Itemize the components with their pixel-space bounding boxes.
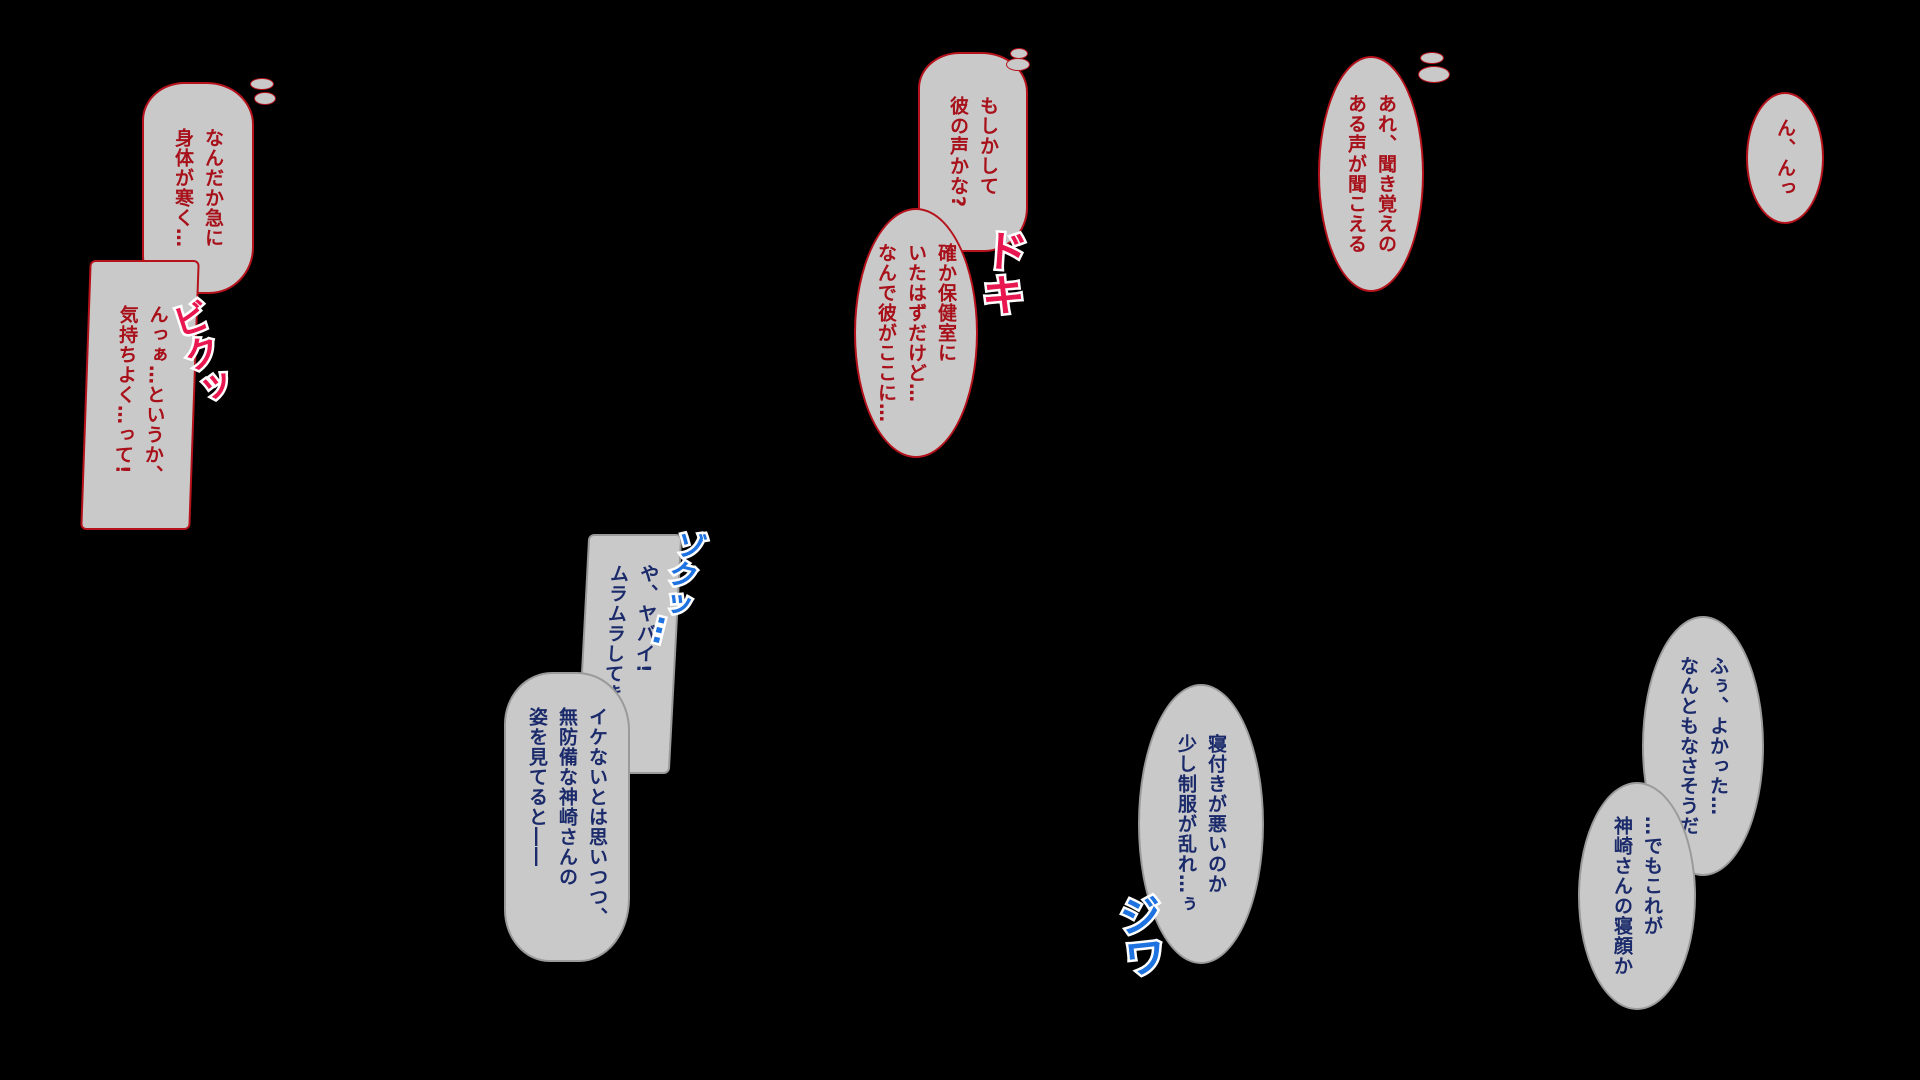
bubble-1-text: なんだか急に 身体が寒く… xyxy=(172,128,224,248)
speech-bubble-2: んっぁ…というか、 気持ちよく…って! xyxy=(80,260,200,530)
bubble-6-text: ん、んっ xyxy=(1774,118,1796,198)
thought-puff xyxy=(1420,52,1444,64)
thought-bubble-1: なんだか急に 身体が寒く… xyxy=(142,82,254,294)
thought-puff xyxy=(250,78,274,90)
speech-bubble-9: 寝付きが悪いのか 少し制服が乱れ…ぅ xyxy=(1138,684,1264,964)
bubble-8-text: イケないとは思いつつ、 無防備な神崎さんの 姿を見てると―― xyxy=(526,707,608,927)
bubble-2-text: んっぁ…というか、 気持ちよく…って! xyxy=(111,305,170,485)
speech-bubble-4: 確か保健室に いたはずだけど… なんで彼がここに… xyxy=(854,208,978,458)
speech-bubble-6: ん、んっ xyxy=(1746,92,1824,224)
bubble-5-text: あれ、聞き覚えの ある声が聞こえる xyxy=(1345,94,1397,254)
bubble-11-text: …でもこれが 神崎さんの寝顔か xyxy=(1611,816,1663,976)
speech-bubble-8: イケないとは思いつつ、 無防備な神崎さんの 姿を見てると―― xyxy=(504,672,630,962)
bubble-9-text: 寝付きが悪いのか 少し制服が乱れ…ぅ xyxy=(1175,734,1227,914)
sfx-doki: ドキ xyxy=(969,224,1031,320)
thought-puff xyxy=(1006,58,1030,71)
speech-bubble-11: …でもこれが 神崎さんの寝顔か xyxy=(1578,782,1696,1010)
bubble-3-text: もしかして 彼の声かな? xyxy=(947,95,999,209)
thought-bubble-5: あれ、聞き覚えの ある声が聞こえる xyxy=(1318,56,1424,292)
thought-puff xyxy=(1418,66,1450,83)
sfx-jiwa: ジワ xyxy=(1108,889,1171,983)
bubble-10-text: ふぅ、よかった… なんともなさそうだ xyxy=(1677,656,1729,836)
thought-puff xyxy=(254,92,276,105)
bubble-4-text: 確か保健室に いたはずだけど… なんで彼がここに… xyxy=(875,243,957,423)
speech-bubble-10: ふぅ、よかった… なんともなさそうだ xyxy=(1642,616,1764,876)
